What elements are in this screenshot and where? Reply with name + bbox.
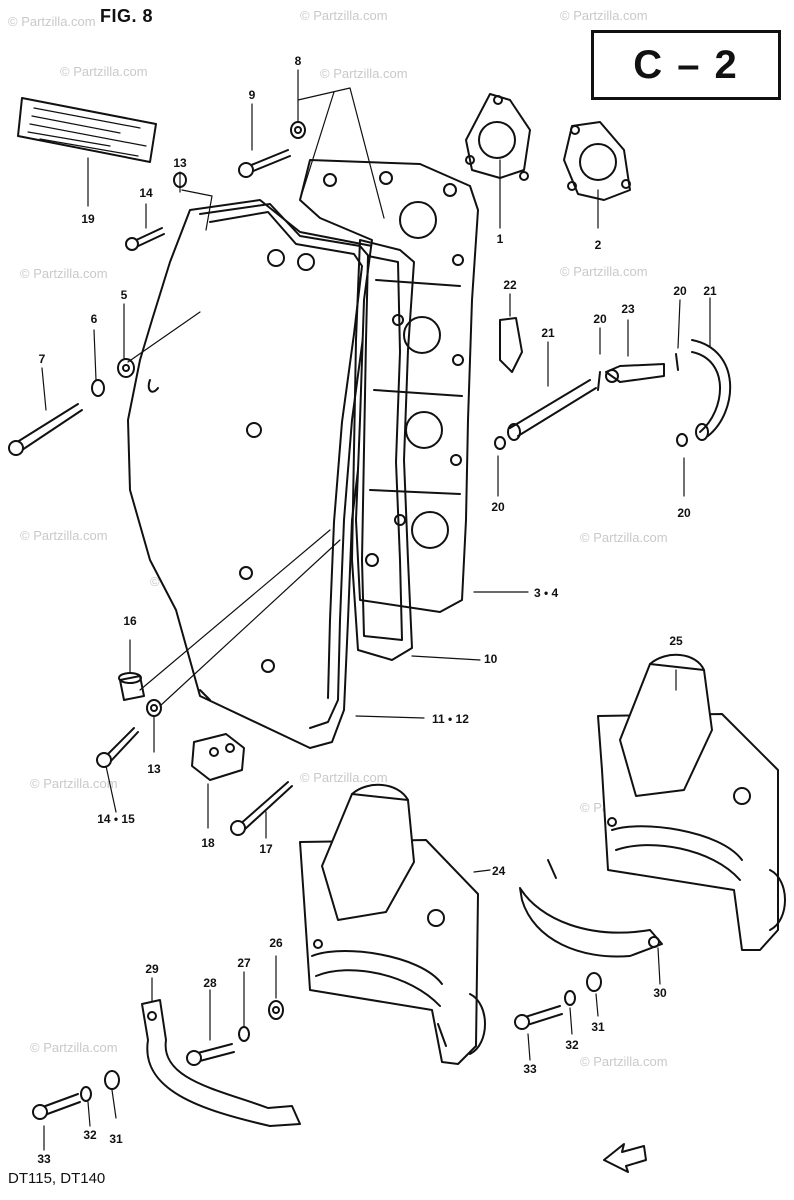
thermostat-gasket — [465, 93, 531, 181]
forward-arrow-icon — [603, 1143, 647, 1173]
fitting-part — [605, 363, 665, 383]
bolt-part — [125, 227, 165, 251]
page-code: C – 2 — [633, 42, 739, 87]
watermark: © Partzilla.com — [300, 770, 388, 785]
clip-part — [499, 317, 523, 373]
watermark: © Partzilla.com — [300, 8, 388, 23]
callout-number: 14 — [139, 186, 153, 200]
callout-number: 11 • 12 — [432, 712, 469, 726]
bolt-part — [238, 149, 291, 178]
callout-number: 20 — [673, 284, 687, 298]
callout-number: 9 — [248, 88, 256, 102]
watermark: © Partzilla.com — [20, 528, 108, 543]
spacer-block-part — [191, 733, 245, 781]
callout-number: 32 — [83, 1128, 97, 1142]
callout-number: 1 — [496, 232, 504, 246]
callout-number: 25 — [669, 634, 683, 648]
model-list: DT115, DT140 — [8, 1170, 106, 1187]
callout-number: 20 — [491, 500, 505, 514]
callout-number: 28 — [203, 976, 217, 990]
callout-number: 18 — [201, 836, 215, 850]
watermark: © Partzilla.com — [60, 64, 148, 79]
ring-part — [494, 353, 688, 450]
caution-label-part — [17, 97, 157, 163]
watermark: © Partzilla.com — [20, 266, 108, 281]
callout-number: 16 — [123, 614, 137, 628]
bolt-part — [230, 781, 293, 836]
callout-number: 33 — [523, 1062, 537, 1076]
watermark: © Partzilla.com — [560, 264, 648, 279]
leader-lines — [41, 69, 711, 1151]
watermark: © Partzilla.com — [580, 1054, 668, 1069]
callout-number: 27 — [237, 956, 251, 970]
engine-mount — [597, 653, 786, 951]
exhaust-cover — [127, 199, 389, 749]
mount-strap — [519, 859, 663, 958]
watermark: © Partzilla.com — [30, 1040, 118, 1055]
callout-number: 2 — [594, 238, 602, 252]
watermark: © Partzilla.com — [560, 8, 648, 23]
callout-number: 30 — [653, 986, 667, 1000]
callout-number: 17 — [259, 842, 273, 856]
callout-number: 8 — [294, 54, 302, 68]
hose-part — [691, 339, 732, 441]
bolt-part — [8, 403, 83, 456]
callout-number: 32 — [565, 1038, 579, 1052]
mount-strap — [141, 999, 301, 1127]
callout-number: 5 — [120, 288, 128, 302]
callout-number: 20 — [593, 312, 607, 326]
cylinder-head — [299, 159, 479, 613]
watermark: © Partzilla.com — [320, 66, 408, 81]
callout-number: 31 — [109, 1132, 123, 1146]
callout-number: 20 — [677, 506, 691, 520]
callout-number: 24 — [492, 864, 506, 878]
callout-number: 26 — [269, 936, 283, 950]
callout-number: 33 — [37, 1152, 51, 1166]
watermark: © Partzilla.com — [8, 14, 96, 29]
bolt-part — [96, 727, 139, 768]
callout-number: 31 — [591, 1020, 605, 1034]
engine-mount — [299, 783, 486, 1065]
thermostat-cover-gasket — [563, 121, 631, 201]
watermark: © Partzilla.com — [580, 530, 668, 545]
callout-number: 13 — [147, 762, 161, 776]
callout-number: 19 — [81, 212, 95, 226]
callout-number: 21 — [541, 326, 555, 340]
plug-part — [118, 672, 145, 701]
watermark: © Partzilla.com — [30, 776, 118, 791]
page-code-box: C – 2 — [591, 30, 781, 100]
callout-number: 3 • 4 — [534, 586, 559, 600]
washer-part — [80, 972, 602, 1102]
figure-label: FIG. 8 — [100, 6, 154, 26]
bolt-part — [514, 1005, 563, 1030]
callout-number: 7 — [38, 352, 46, 366]
callout-number: 13 — [173, 156, 187, 170]
bolt-part — [186, 1043, 235, 1066]
callout-number: 21 — [703, 284, 717, 298]
callout-number: 23 — [621, 302, 635, 316]
hose-part — [507, 379, 597, 441]
callout-number: 14 • 15 — [97, 812, 135, 826]
callout-number: 10 — [484, 652, 498, 666]
callout-number: 29 — [145, 962, 159, 976]
callout-number: 22 — [503, 278, 517, 292]
bolt-part — [32, 1093, 81, 1120]
callout-number: 6 — [90, 312, 98, 326]
head-gasket — [351, 239, 415, 661]
